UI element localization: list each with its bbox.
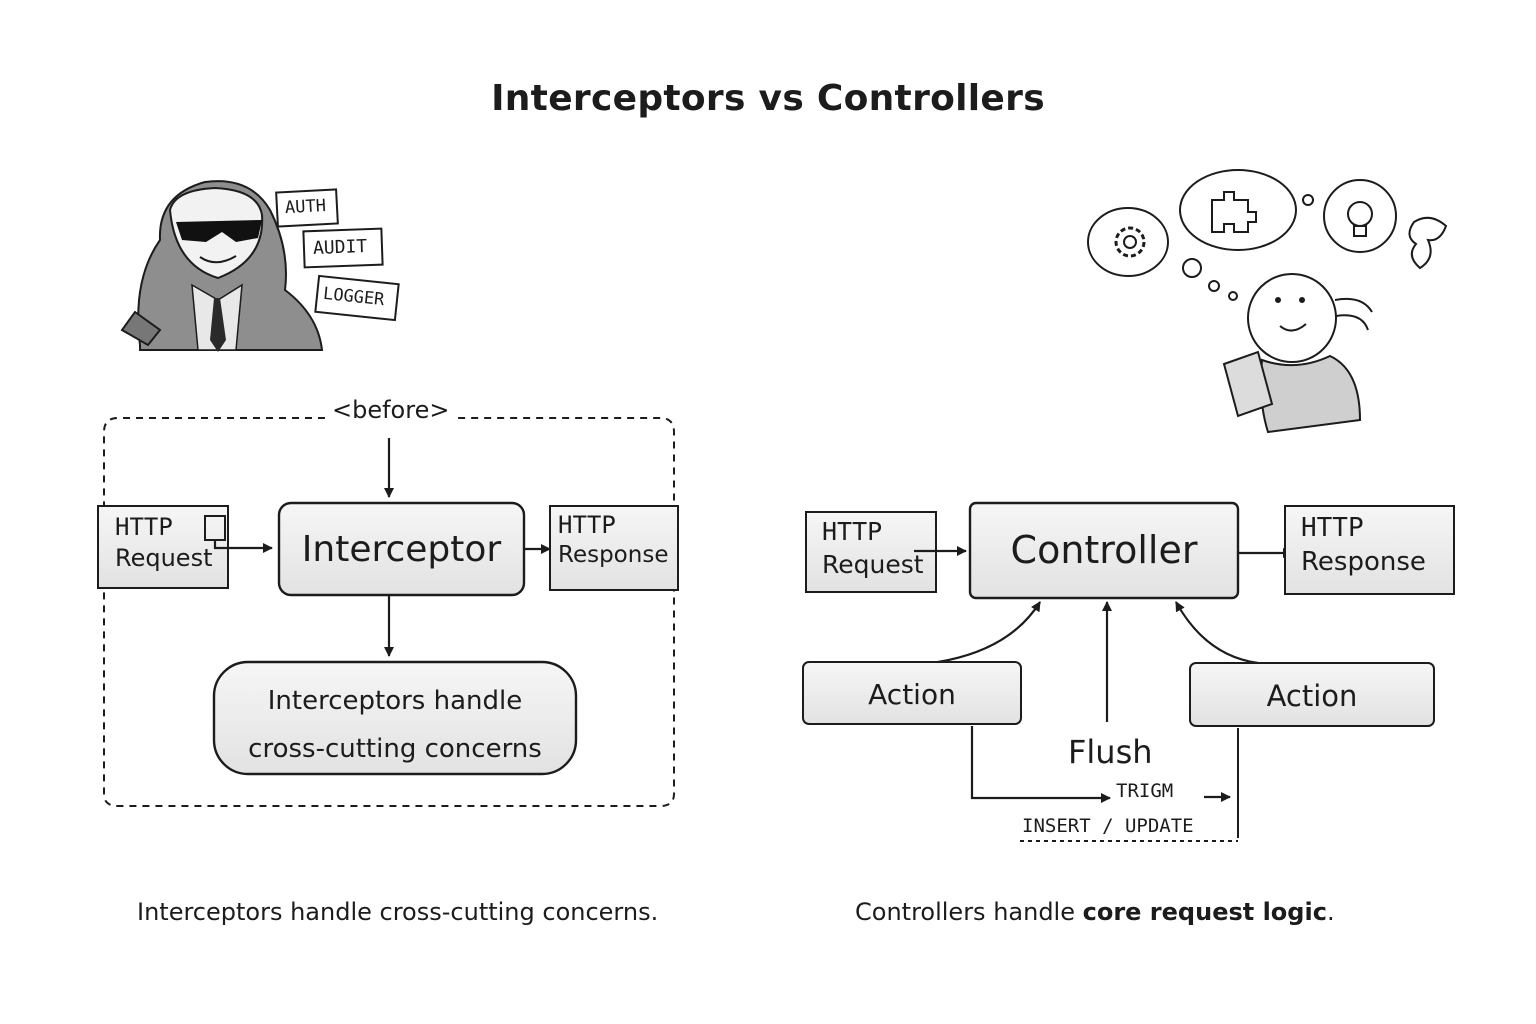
note-line1: Interceptors handle [267,686,523,716]
thinking-developer-illustration [1222,273,1373,434]
interceptor-caption: Interceptors handle cross-cutting concer… [137,898,659,926]
http-response-box-right [1284,505,1455,595]
http-request-box-left [97,505,229,589]
http-response-box-left [549,505,679,591]
tag-auth [275,188,339,228]
tag-audit [302,227,384,269]
action-right-to-controller-arrow [1175,601,1259,665]
action-box-left [802,661,1022,725]
thought-bubbles [1087,169,1397,301]
http-request-line2-right: Request [822,549,924,579]
interceptor-label: Interceptor [301,529,502,570]
trigm-label: TRIGM [1116,780,1174,802]
controller-caption: Controllers handle core request logic. [855,898,1335,926]
puzzle-icon [1211,191,1257,233]
controller-caption-suffix: . [1326,898,1335,926]
controller-caption-bold: core request logic [1082,898,1327,926]
interceptor-note-box [212,660,578,776]
tag-logger [314,274,400,322]
http-response-line1-right: HTTP [1301,513,1364,543]
doodle-icon [1408,216,1448,270]
interceptor-note-label: Interceptors handle cross-cutting concer… [214,677,576,773]
http-response-line1: HTTP [558,511,616,539]
http-request-line1: HTTP [115,513,173,541]
note-line2: cross-cutting concerns [248,734,542,764]
gear-icon [1114,226,1146,258]
action-box-right [1189,662,1435,727]
action-right-label: Action [1266,679,1358,713]
http-response-line2: Response [558,542,669,569]
hooded-spy-illustration [120,180,324,352]
page-title: Interceptors vs Controllers [491,78,1045,119]
action-left-to-trigm-arrow [970,726,1111,803]
flush-label: Flush [1066,733,1155,771]
http-response-label-left: HTTP Response [558,510,668,571]
before-label: <before> [328,396,454,424]
tag-audit-label: AUDIT [312,236,368,259]
controller-caption-prefix: Controllers handle [855,898,1083,926]
action-left-to-controller-arrow [937,601,1041,664]
http-request-line2: Request [115,544,213,573]
insert-update-label: INSERT / UPDATE [1022,815,1194,837]
http-response-line2-right: Response [1301,546,1426,577]
http-request-line1-right: HTTP [822,517,883,546]
controller-label: Controller [1010,528,1198,572]
http-response-label-right: HTTP Response [1301,512,1426,580]
http-request-label-left: HTTP Request [115,512,213,574]
interceptor-scope-frame [103,417,675,807]
action-left-label: Action [868,678,956,711]
tag-auth-label: AUTH [284,195,327,219]
lightbulb-icon [1347,201,1373,237]
http-request-label-right: HTTP Request [822,516,924,581]
controller-box [968,501,1240,600]
request-to-interceptor-arrow [213,540,273,553]
